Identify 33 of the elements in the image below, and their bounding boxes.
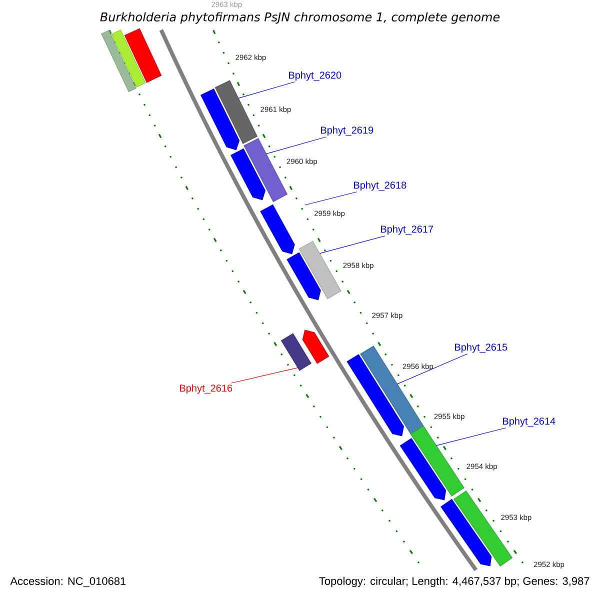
leader-line <box>319 236 386 254</box>
gene-label: Bphyt_2615 <box>455 343 508 353</box>
leader-line <box>238 82 296 98</box>
gene-label: Bphyt_2614 <box>503 417 556 427</box>
gene-label: Bphyt_2620 <box>289 71 342 81</box>
gene-bar <box>124 28 162 83</box>
leader-line <box>304 192 358 206</box>
gene-bar <box>280 333 312 371</box>
gene-bar <box>230 148 266 200</box>
gene-bar <box>346 354 404 436</box>
gene-bar <box>101 30 136 92</box>
gene-bar <box>244 138 288 202</box>
leader-line <box>230 368 298 384</box>
gene-label: Bphyt_2616 <box>180 384 232 394</box>
leader-line <box>436 428 506 446</box>
gene-label: Bphyt_2618 <box>354 181 406 191</box>
title: Burkholderia phytofirmans PsJN chromosome 1, complete genome <box>100 12 500 24</box>
leader-line <box>266 136 326 154</box>
gene-bar <box>440 499 492 566</box>
gene-bar <box>298 240 342 300</box>
gene-bar <box>302 330 330 364</box>
gene-label: Bphyt_2619 <box>321 126 374 136</box>
leader-line <box>396 354 468 384</box>
gene-bar <box>410 426 464 496</box>
gene-bar <box>400 438 446 500</box>
gene-bar <box>111 30 146 88</box>
gene-bar <box>260 204 295 254</box>
gene-bar <box>200 88 240 150</box>
gene-bar <box>214 80 258 144</box>
gene-bar <box>286 252 321 300</box>
accession-label: Accession: NC_010681 <box>10 576 126 588</box>
genome-info-label: Topology: circular; Length: 4,467,537 bp; Genes: 3,987 <box>319 576 590 588</box>
gene-label: Bphyt_2617 <box>381 225 434 235</box>
